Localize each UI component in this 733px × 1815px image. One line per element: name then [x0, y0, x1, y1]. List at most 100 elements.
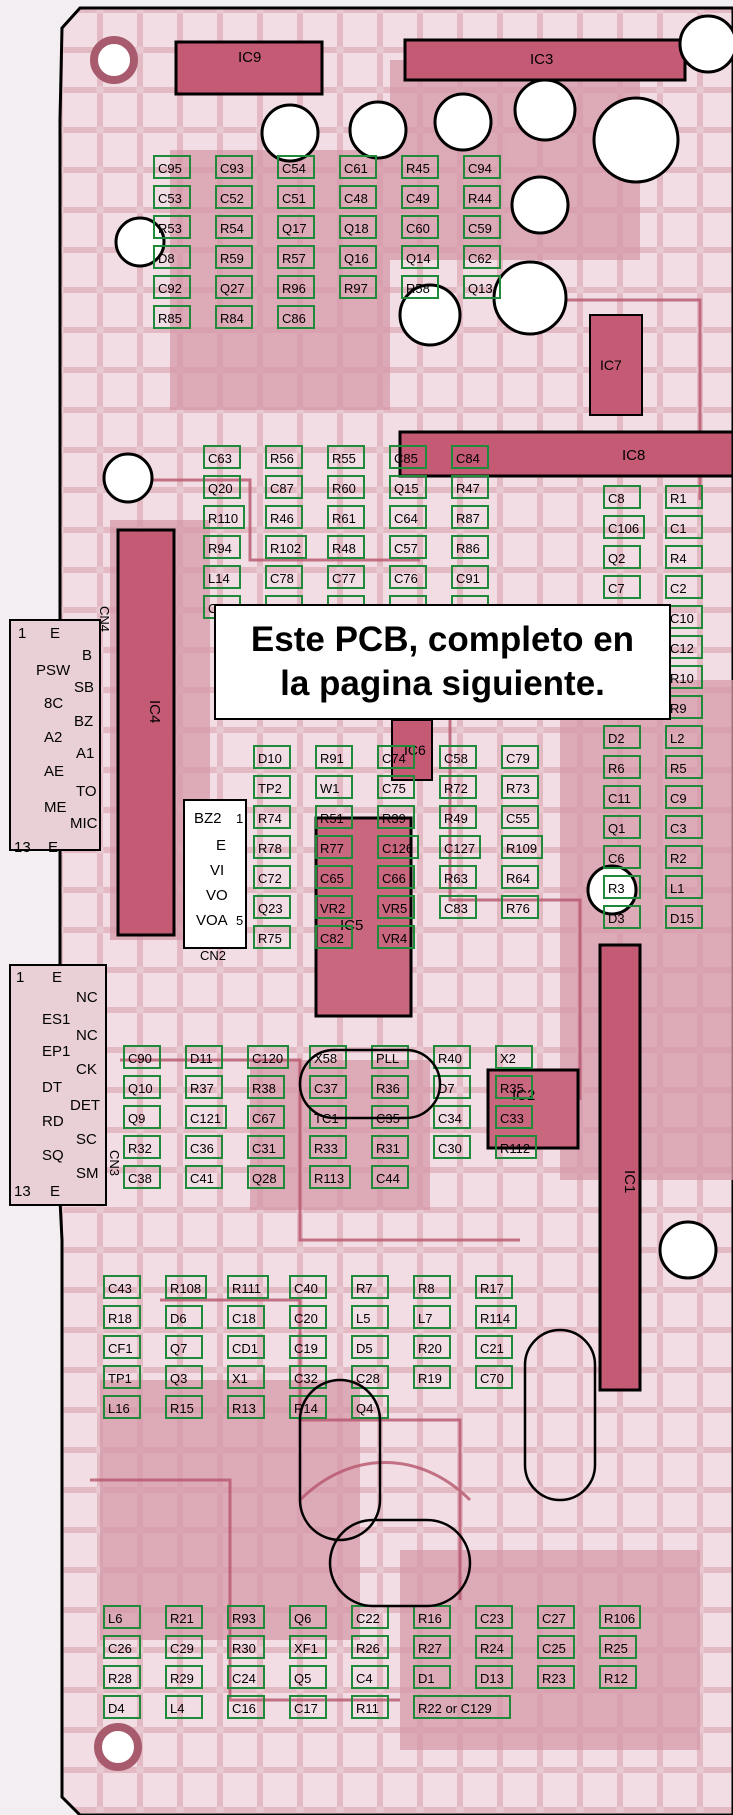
- component-label: R54: [220, 221, 244, 236]
- component-r31: R31: [371, 1135, 409, 1159]
- component-label: C87: [270, 481, 294, 496]
- component-label: PLL: [376, 1051, 399, 1066]
- component-outline: [339, 245, 377, 269]
- component-r4: R4: [665, 545, 703, 569]
- component-c78: C78: [265, 565, 303, 589]
- component-d1: D1: [413, 1665, 451, 1689]
- component-outline: [227, 1275, 269, 1299]
- component-r7: R7: [351, 1275, 389, 1299]
- component-l6: L6: [103, 1605, 141, 1629]
- component-label: R74: [258, 811, 282, 826]
- component-outline: [185, 1075, 223, 1099]
- component-label: C44: [376, 1171, 400, 1186]
- connector-cn2: CN2 BZ2 1 E VI VO VOA 5: [183, 799, 247, 963]
- component-c66: C66: [377, 865, 415, 889]
- component-label: C61: [344, 161, 368, 176]
- component-outline: [377, 745, 415, 769]
- component-outline: [439, 805, 477, 829]
- component-outline: [215, 215, 253, 239]
- component-label: R91: [320, 751, 344, 766]
- component-outline: [433, 1105, 471, 1129]
- component-label: R51: [320, 811, 344, 826]
- component-label: R20: [418, 1341, 442, 1356]
- component-label: C22: [356, 1611, 380, 1626]
- component-outline: [103, 1365, 141, 1389]
- component-c58: C58: [439, 745, 477, 769]
- component-r36: R36: [371, 1075, 409, 1099]
- component-c121: C121: [185, 1105, 227, 1129]
- component-c29: C29: [165, 1635, 203, 1659]
- component-outline: [495, 1075, 533, 1099]
- component-outline: [501, 895, 539, 919]
- component-label: R37: [190, 1081, 214, 1096]
- component-outline: [339, 155, 377, 179]
- component-r74: R74: [253, 805, 291, 829]
- component-outline: [451, 445, 489, 469]
- component-outline: [475, 1635, 513, 1659]
- component-label: C40: [294, 1281, 318, 1296]
- component-q15: Q15: [389, 475, 427, 499]
- component-outline: [227, 1605, 265, 1629]
- component-c94: C94: [463, 155, 501, 179]
- component-c54: C54: [277, 155, 315, 179]
- component-outline: [401, 275, 439, 299]
- component-outline: [501, 805, 539, 829]
- component-r114: R114: [475, 1305, 517, 1329]
- component-c92: C92: [153, 275, 191, 299]
- component-label: C21: [480, 1341, 504, 1356]
- component-outline: [247, 1045, 289, 1069]
- component-label: R18: [108, 1311, 132, 1326]
- ic8-label: IC8: [622, 447, 645, 464]
- cn4-pin-a2: A2: [44, 729, 62, 746]
- component-outline: [327, 475, 365, 499]
- component-outline: [227, 1305, 265, 1329]
- component-r1: R1: [665, 485, 703, 509]
- component-outline: [495, 1045, 533, 1069]
- component-outline: [351, 1305, 389, 1329]
- component-label: R31: [376, 1141, 400, 1156]
- component-outline: [439, 775, 477, 799]
- component-r18: R18: [103, 1305, 141, 1329]
- component-q17: Q17: [277, 215, 315, 239]
- component-outline: [309, 1165, 351, 1189]
- component-c74: C74: [377, 745, 415, 769]
- component-label: C2: [670, 581, 687, 596]
- cn3-pin-nc2: NC: [76, 1027, 98, 1044]
- component-outline: [665, 545, 703, 569]
- component-outline: [123, 1045, 161, 1069]
- component-c8: C8: [603, 485, 641, 509]
- component-c26: C26: [103, 1635, 141, 1659]
- component-outline: [475, 1335, 513, 1359]
- component-label: R84: [220, 311, 244, 326]
- component-d11: D11: [185, 1045, 223, 1069]
- component-label: C19: [294, 1341, 318, 1356]
- component-q14: Q14: [401, 245, 439, 269]
- component-outline: [265, 505, 303, 529]
- component-outline: [289, 1275, 327, 1299]
- component-label: C9: [670, 791, 687, 806]
- cn3-pin-rd: RD: [42, 1113, 64, 1130]
- component-outline: [377, 925, 415, 949]
- component-outline: [315, 895, 353, 919]
- component-c16: C16: [227, 1695, 265, 1719]
- component-outline: [277, 155, 315, 179]
- component-outline: [153, 215, 191, 239]
- component-label: C75: [382, 781, 406, 796]
- component-outline: [165, 1335, 203, 1359]
- component-r48: R48: [327, 535, 365, 559]
- ic9: IC9: [174, 40, 324, 96]
- component-outline: [439, 865, 477, 889]
- component-r28: R28: [103, 1665, 141, 1689]
- component-outline: [665, 845, 703, 869]
- component-label: R102: [270, 541, 301, 556]
- component-label: C83: [444, 901, 468, 916]
- component-outline: [501, 835, 543, 859]
- component-r27: R27: [413, 1635, 451, 1659]
- component-label: R13: [232, 1401, 256, 1416]
- component-label: C63: [208, 451, 232, 466]
- component-c33: C33: [495, 1105, 533, 1129]
- component-label: C85: [394, 451, 418, 466]
- cn4-pin-bz: BZ: [74, 713, 93, 730]
- component-c48: C48: [339, 185, 377, 209]
